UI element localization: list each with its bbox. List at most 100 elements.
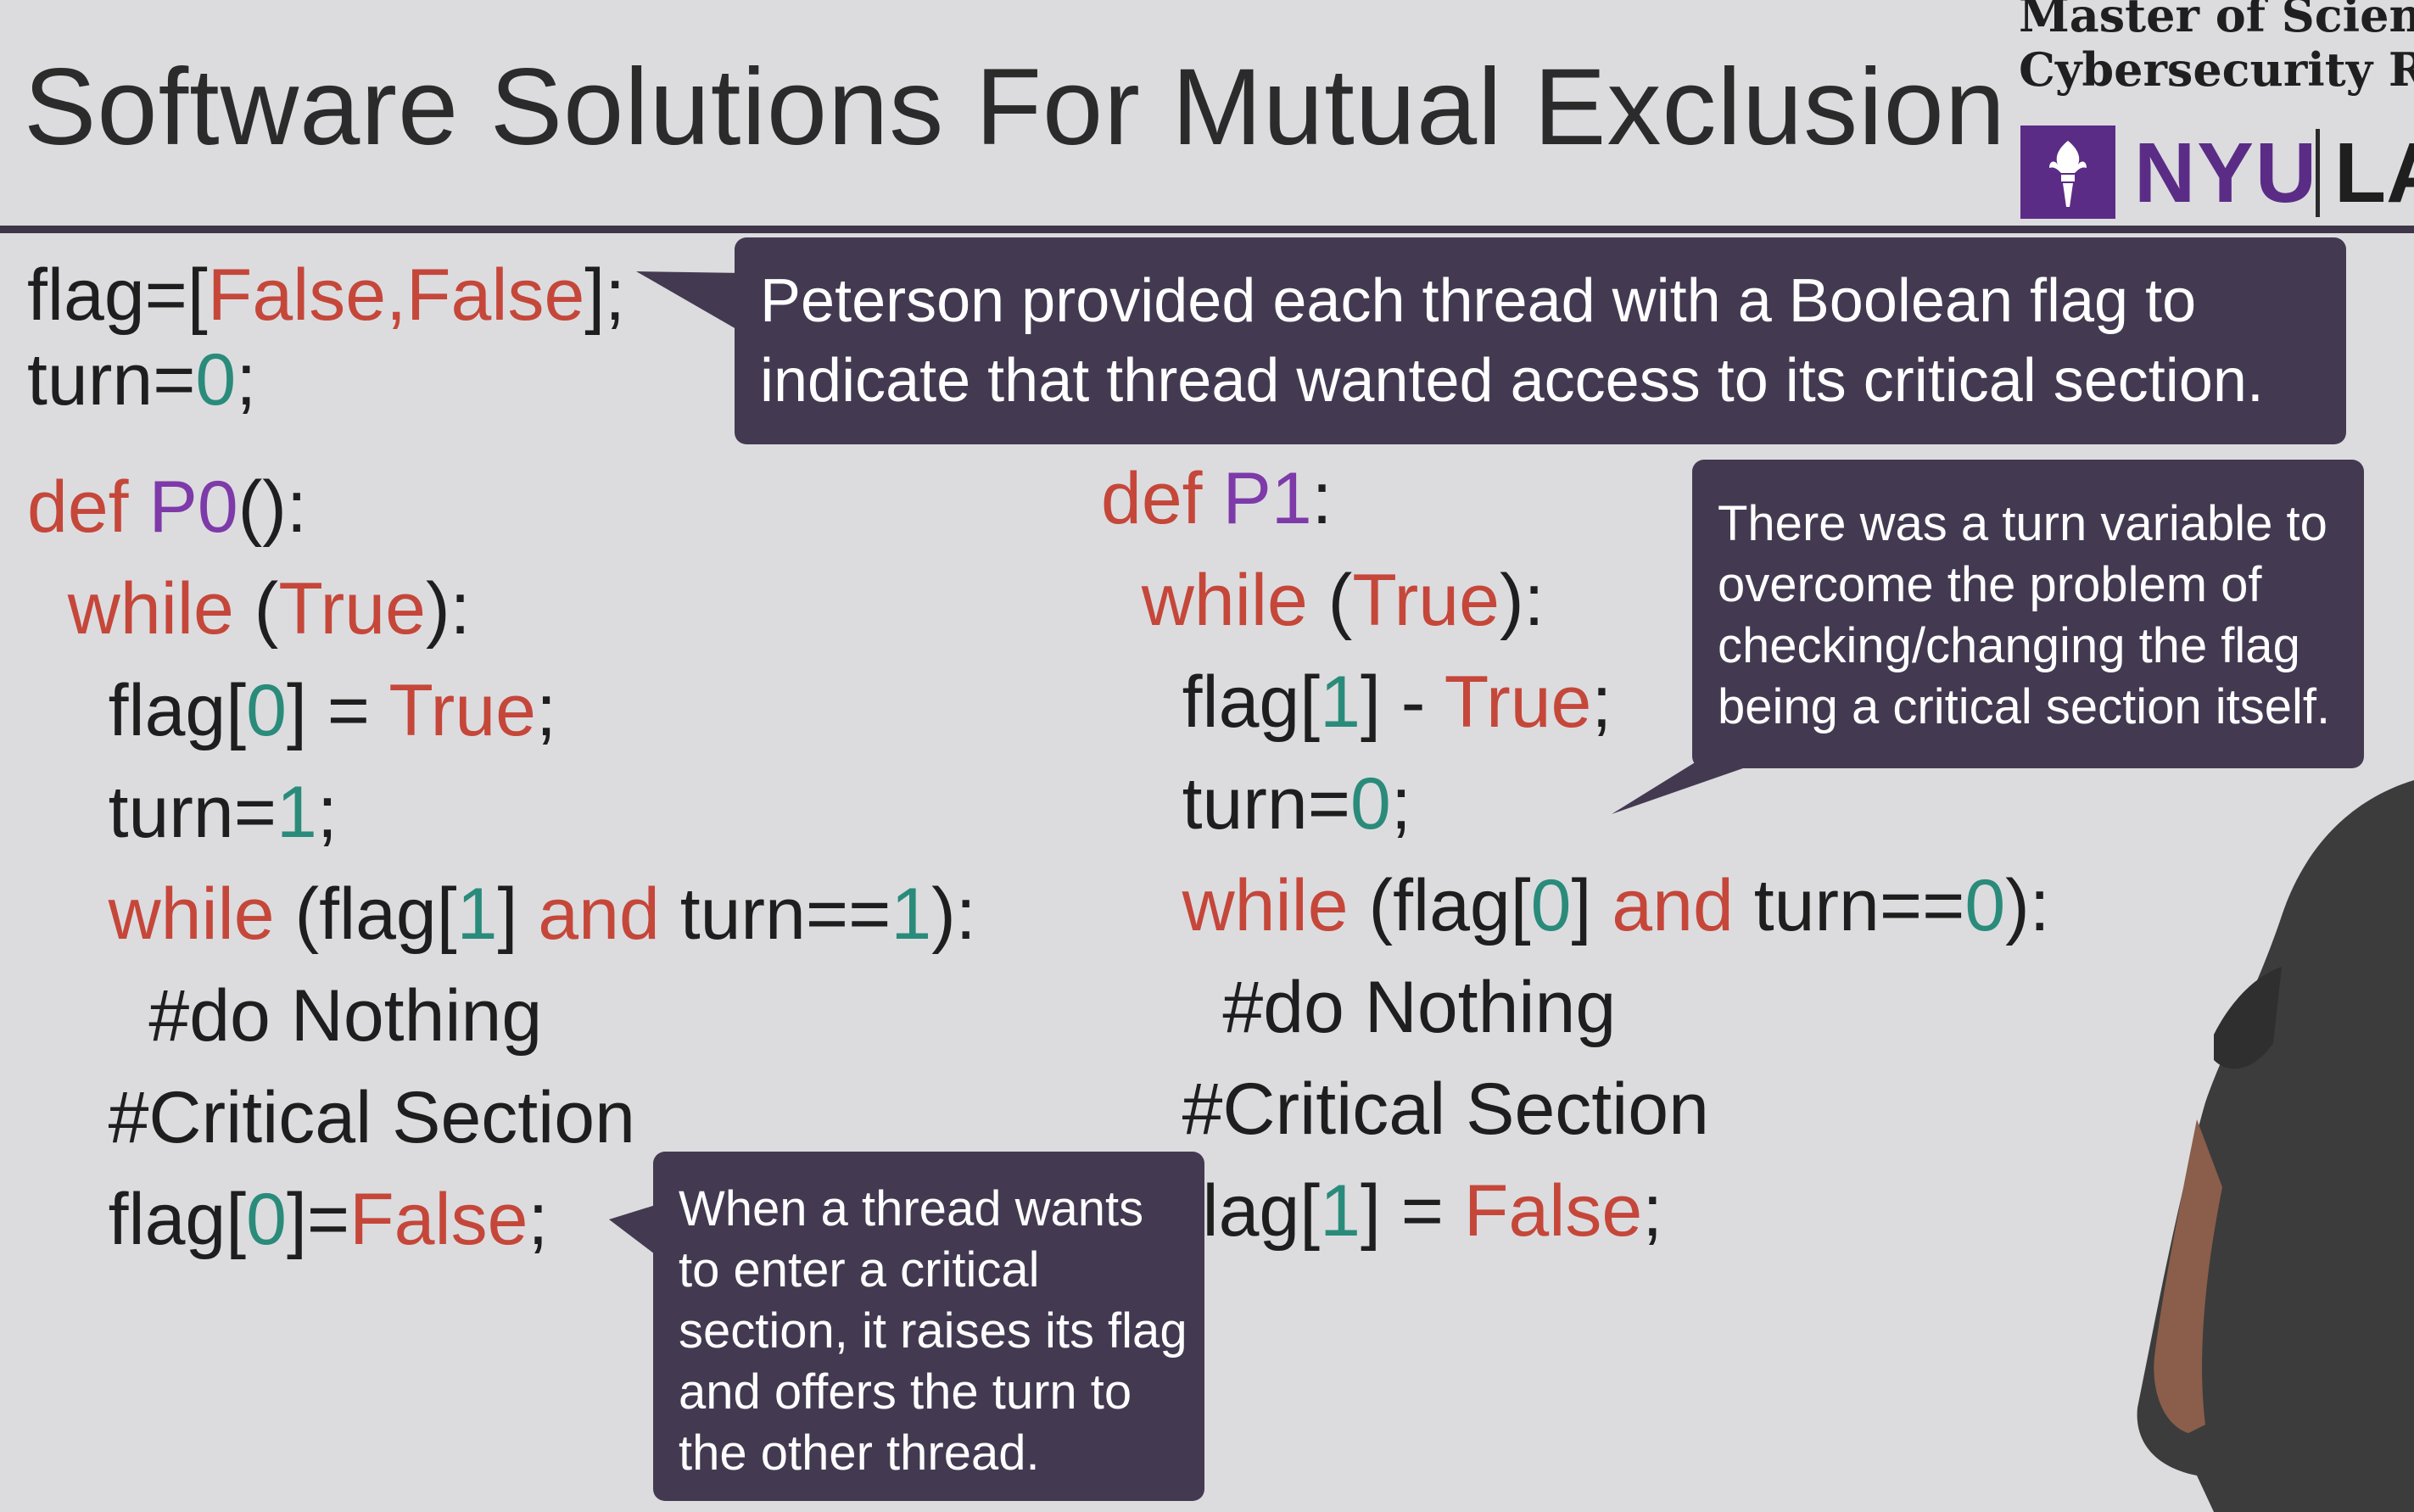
code-keyword: True [388,670,536,751]
code-number: 0 [195,339,237,421]
code-keyword: False [1463,1170,1643,1252]
code-keyword: True [278,568,426,650]
code-keyword: True [1444,661,1592,743]
code-keyword: while [1141,560,1308,641]
code-keyword: def [1101,458,1223,539]
brand-program-line1: Master of Scienc [2019,0,2414,42]
callout-turn-variable: There was a turn variable to overcome th… [1692,460,2364,768]
code-line: #do Nothing [1101,957,2050,1058]
code-line: flag[0] = True; [27,660,976,762]
code-text: flag[ [1101,661,1321,743]
code-keyword: while [1182,865,1349,946]
code-text: turn== [1733,865,1965,946]
code-text [1101,560,1142,641]
callout-turn-variable-text: There was a turn variable to overcome th… [1718,496,2331,734]
brand-partial-text: LA [2334,126,2414,220]
code-line: while (True): [1101,550,2050,651]
callout-enter-critical-text: When a thread wants to enter a critical … [679,1181,1187,1481]
code-text: ): [2005,865,2050,946]
code-keyword: False [349,1179,528,1260]
code-text: ): [425,568,471,650]
nyu-wordmark: NYU [2134,126,2319,220]
code-p0: def P0(): while (True): flag[0] = True; … [27,456,976,1270]
code-text: ] - [1360,661,1444,743]
code-text: #Critical Section [1101,1068,1709,1150]
code-text: ( [1307,560,1353,641]
code-text: (): [237,466,307,548]
torch-icon [2049,141,2087,207]
code-text: ; [535,670,556,751]
callout-turn-pointer [1612,762,1763,814]
code-text [1101,865,1182,946]
code-keyword: and [538,873,660,955]
code-text: #do Nothing [27,975,543,1057]
code-text: (flag[ [1348,865,1531,946]
code-number: 1 [456,873,498,955]
code-line: turn=0; [1101,753,2050,855]
code-keyword: while [108,873,275,955]
code-line: while (flag[0] and turn==0): [1101,855,2050,957]
code-text: ; [1642,1170,1663,1252]
code-text: turn= [27,772,277,853]
callout-peterson-text: Peterson provided each thread with a Boo… [760,267,2264,415]
header-divider [0,226,2414,233]
code-text: ] [497,873,539,955]
code-text: ] [1571,865,1612,946]
code-text: ; [1390,763,1411,845]
code-number: 0 [246,670,287,751]
code-text: flag[ [27,670,247,751]
code-text: : [1311,458,1333,539]
code-function-name: P0 [148,466,238,548]
code-globals: flag=[False,False];turn=0; [27,253,625,422]
code-line: def P1: [1101,448,2050,550]
code-p1: def P1: while (True): flag[1] - True; tu… [1101,448,2050,1262]
nyu-torch-logo [2020,126,2115,219]
callout-peterson-pointer [636,271,745,329]
code-text: ; [316,772,338,853]
code-number: 1 [277,772,317,853]
code-text: ; [1591,661,1612,743]
code-line: def P0(): [27,456,976,558]
code-number: 0 [246,1179,287,1260]
code-text: ; [236,339,257,421]
code-line: flag[1] = False; [1101,1160,2050,1262]
code-line: flag=[False,False]; [27,253,625,338]
code-text: flag[ [1101,1170,1321,1252]
presenter-figure [2137,780,2414,1512]
code-line: #Critical Section [27,1067,976,1169]
code-line: flag[1] - True; [1101,651,2050,753]
code-number: 0 [1964,865,2006,946]
callout-enter-critical: When a thread wants to enter a critical … [653,1152,1204,1501]
code-number: 1 [1320,661,1361,743]
code-text: ): [931,873,976,955]
code-text: turn== [659,873,891,955]
code-text: ]; [584,254,626,336]
brand-program-line2: Cybersecurity Ri [2019,42,2414,97]
callout-enter-pointer [609,1204,658,1257]
code-text [27,568,68,650]
code-keyword: and [1612,865,1734,946]
code-keyword: while [67,568,234,650]
callout-peterson: Peterson provided each thread with a Boo… [735,237,2346,444]
code-text: #do Nothing [1101,967,1617,1048]
code-text [27,873,109,955]
brand-separator [2316,129,2320,217]
code-function-name: P1 [1222,458,1312,539]
code-text: flag=[ [27,254,208,336]
code-text: flag[ [27,1179,247,1260]
code-text: ( [233,568,279,650]
code-text: #Critical Section [27,1077,635,1158]
code-text: ]= [286,1179,350,1260]
code-line: #Critical Section [1101,1058,2050,1160]
code-line: #do Nothing [27,965,976,1067]
code-keyword: def [27,466,149,548]
code-number: 1 [891,873,932,955]
slide-title: Software Solutions For Mutual Exclusion [24,47,2006,168]
code-line: while (flag[1] and turn==1): [27,863,976,965]
code-text: turn= [27,339,196,421]
code-line: turn=1; [27,762,976,863]
code-keyword: True [1352,560,1500,641]
code-keyword: False,False [207,254,585,336]
code-text: turn= [1101,763,1350,845]
code-text: ; [528,1179,549,1260]
